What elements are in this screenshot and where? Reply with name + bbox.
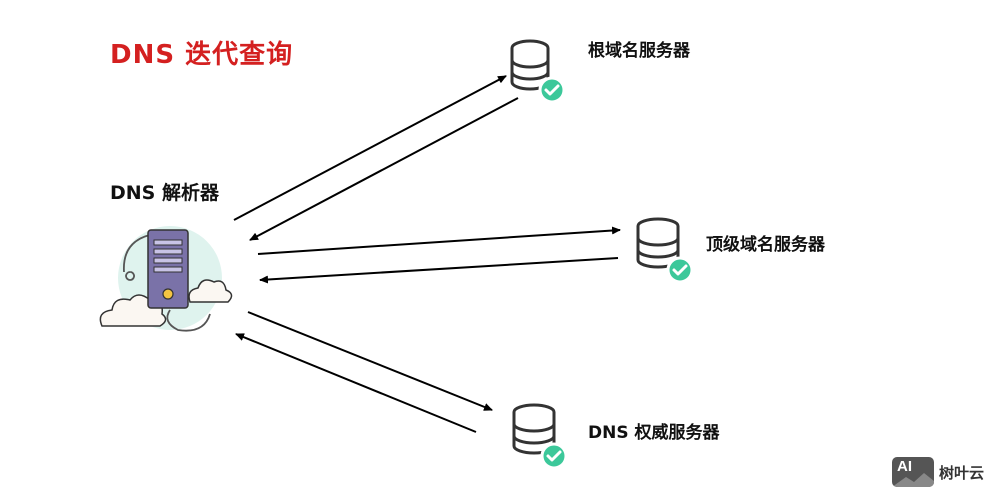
- arrow-resolver-to-root: [233, 75, 507, 221]
- arrow-auth-to-resolver: [235, 333, 477, 433]
- root-server-label: 根域名服务器: [588, 41, 690, 61]
- tld-server-database-icon: [628, 212, 694, 284]
- root-server-database-icon: [506, 36, 570, 108]
- tld-server-label: 顶级域名服务器: [706, 235, 825, 255]
- authoritative-server-label: DNS 权威服务器: [588, 423, 720, 443]
- resolver-label: DNS 解析器: [110, 182, 219, 204]
- watermark-logo-icon: AI: [892, 457, 934, 487]
- cloud-server-icon: [92, 222, 242, 340]
- arrow-resolver-to-auth: [247, 311, 493, 411]
- watermark-text: 树叶云: [939, 463, 985, 482]
- watermark-logo-text: AI: [897, 458, 912, 475]
- check-circle-icon: [540, 442, 568, 470]
- watermark: AI 树叶云: [892, 456, 984, 488]
- arrow-root-to-resolver: [249, 97, 519, 241]
- page-title: DNS 迭代查询: [110, 40, 294, 70]
- check-circle-icon: [666, 256, 694, 284]
- arrow-resolver-to-tld: [257, 226, 621, 255]
- check-circle-icon: [538, 76, 566, 104]
- authoritative-server-database-icon: [506, 400, 570, 472]
- arrow-tld-to-resolver: [259, 257, 619, 284]
